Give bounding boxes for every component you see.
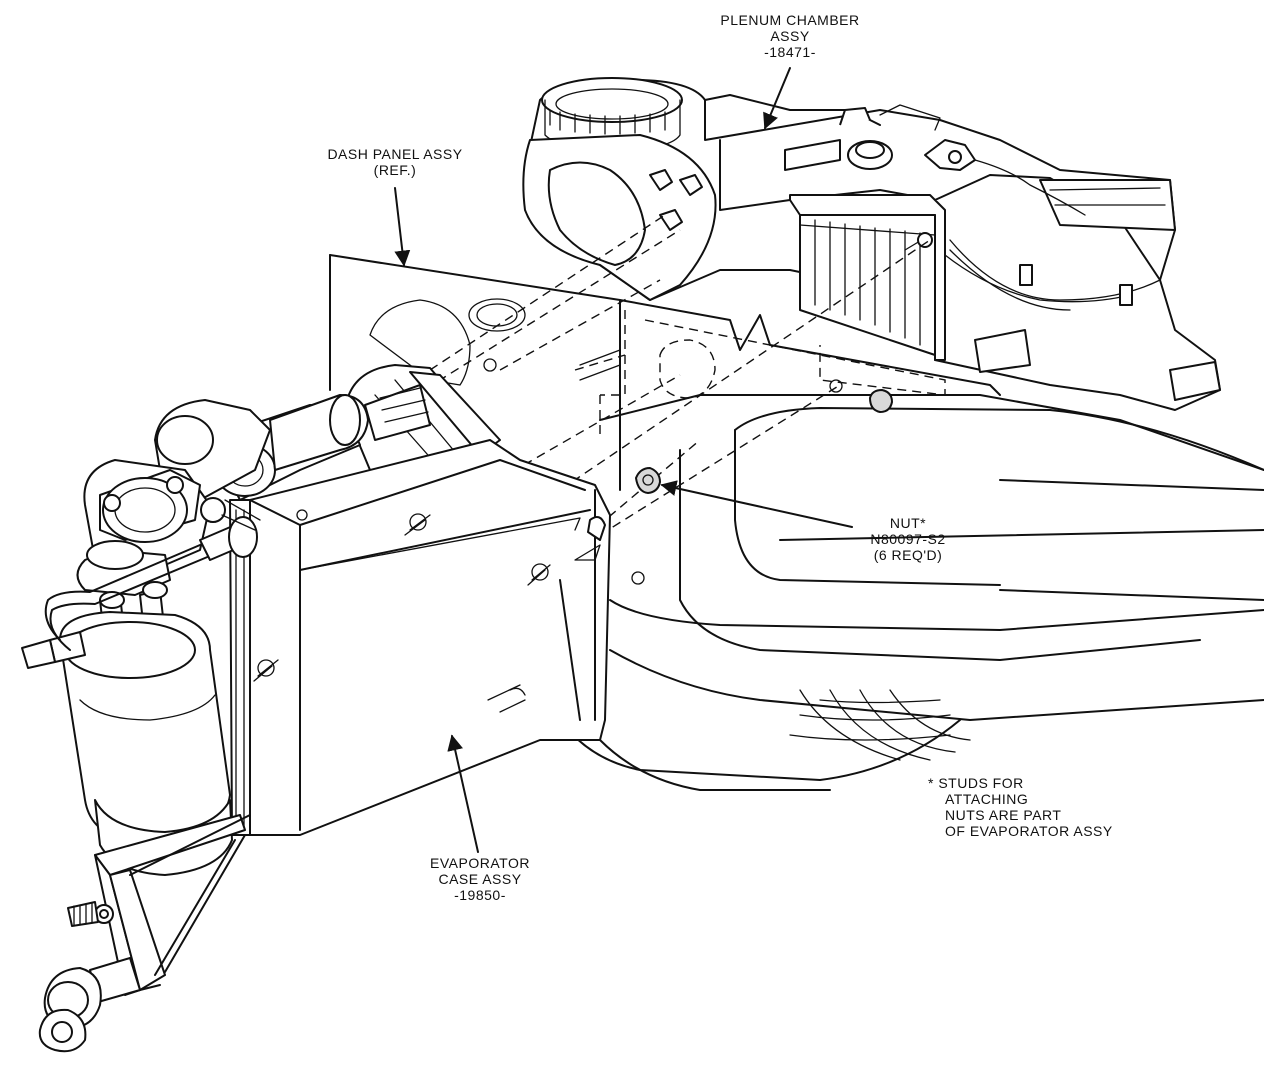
refrigerant-tube [44,497,261,651]
plenum-callout-line3: -18471- [764,44,816,60]
evaporator-callout-line3: -19850- [454,887,506,903]
evaporator-callout-line1: EVAPORATOR [430,855,530,871]
dash-panel-leader-line [394,187,411,267]
plenum-callout-line2: ASSY [770,28,810,44]
nut-fastener [635,467,661,494]
footnote-line4: OF EVAPORATOR ASSY [945,823,1113,839]
plenum-callout-line1: PLENUM CHAMBER [720,12,860,28]
dash-panel [329,254,1001,585]
mounting-bracket [38,814,251,1053]
plenum-chamber-callout: PLENUM CHAMBER ASSY -18471- [700,12,880,60]
evaporator-case-callout: EVAPORATOR CASE ASSY -19850- [410,855,550,903]
plenum-chamber [522,77,1221,411]
nut-leader-line [660,480,853,528]
evaporator-callout-line2: CASE ASSY [438,871,522,887]
dash-panel-callout-line2: (REF.) [373,162,417,178]
nut-callout-line3: (6 REQ'D) [873,547,943,563]
footnote-line3: NUTS ARE PART [945,807,1062,823]
studs-footnote: * STUDS FOR ATTACHING NUTS ARE PART OF E… [928,775,1148,839]
plenum-leader-line [763,67,791,130]
footnote-line2: ATTACHING [945,791,1029,807]
dash-panel-callout-line1: DASH PANEL ASSY [327,146,463,162]
vehicle-floor-outline [559,394,1264,791]
nut-callout-line2: N80097-S2 [870,531,946,547]
evaporator-leader-line [447,734,479,853]
blower-motor [76,399,271,646]
nut-callout: NUT* N80097-S2 (6 REQ'D) [848,515,968,563]
nut-callout-line1: NUT* [889,515,927,531]
footnote-line1: * STUDS FOR [928,775,1024,791]
leader-lines [394,67,853,853]
dash-panel-callout: DASH PANEL ASSY (REF.) [300,146,490,178]
